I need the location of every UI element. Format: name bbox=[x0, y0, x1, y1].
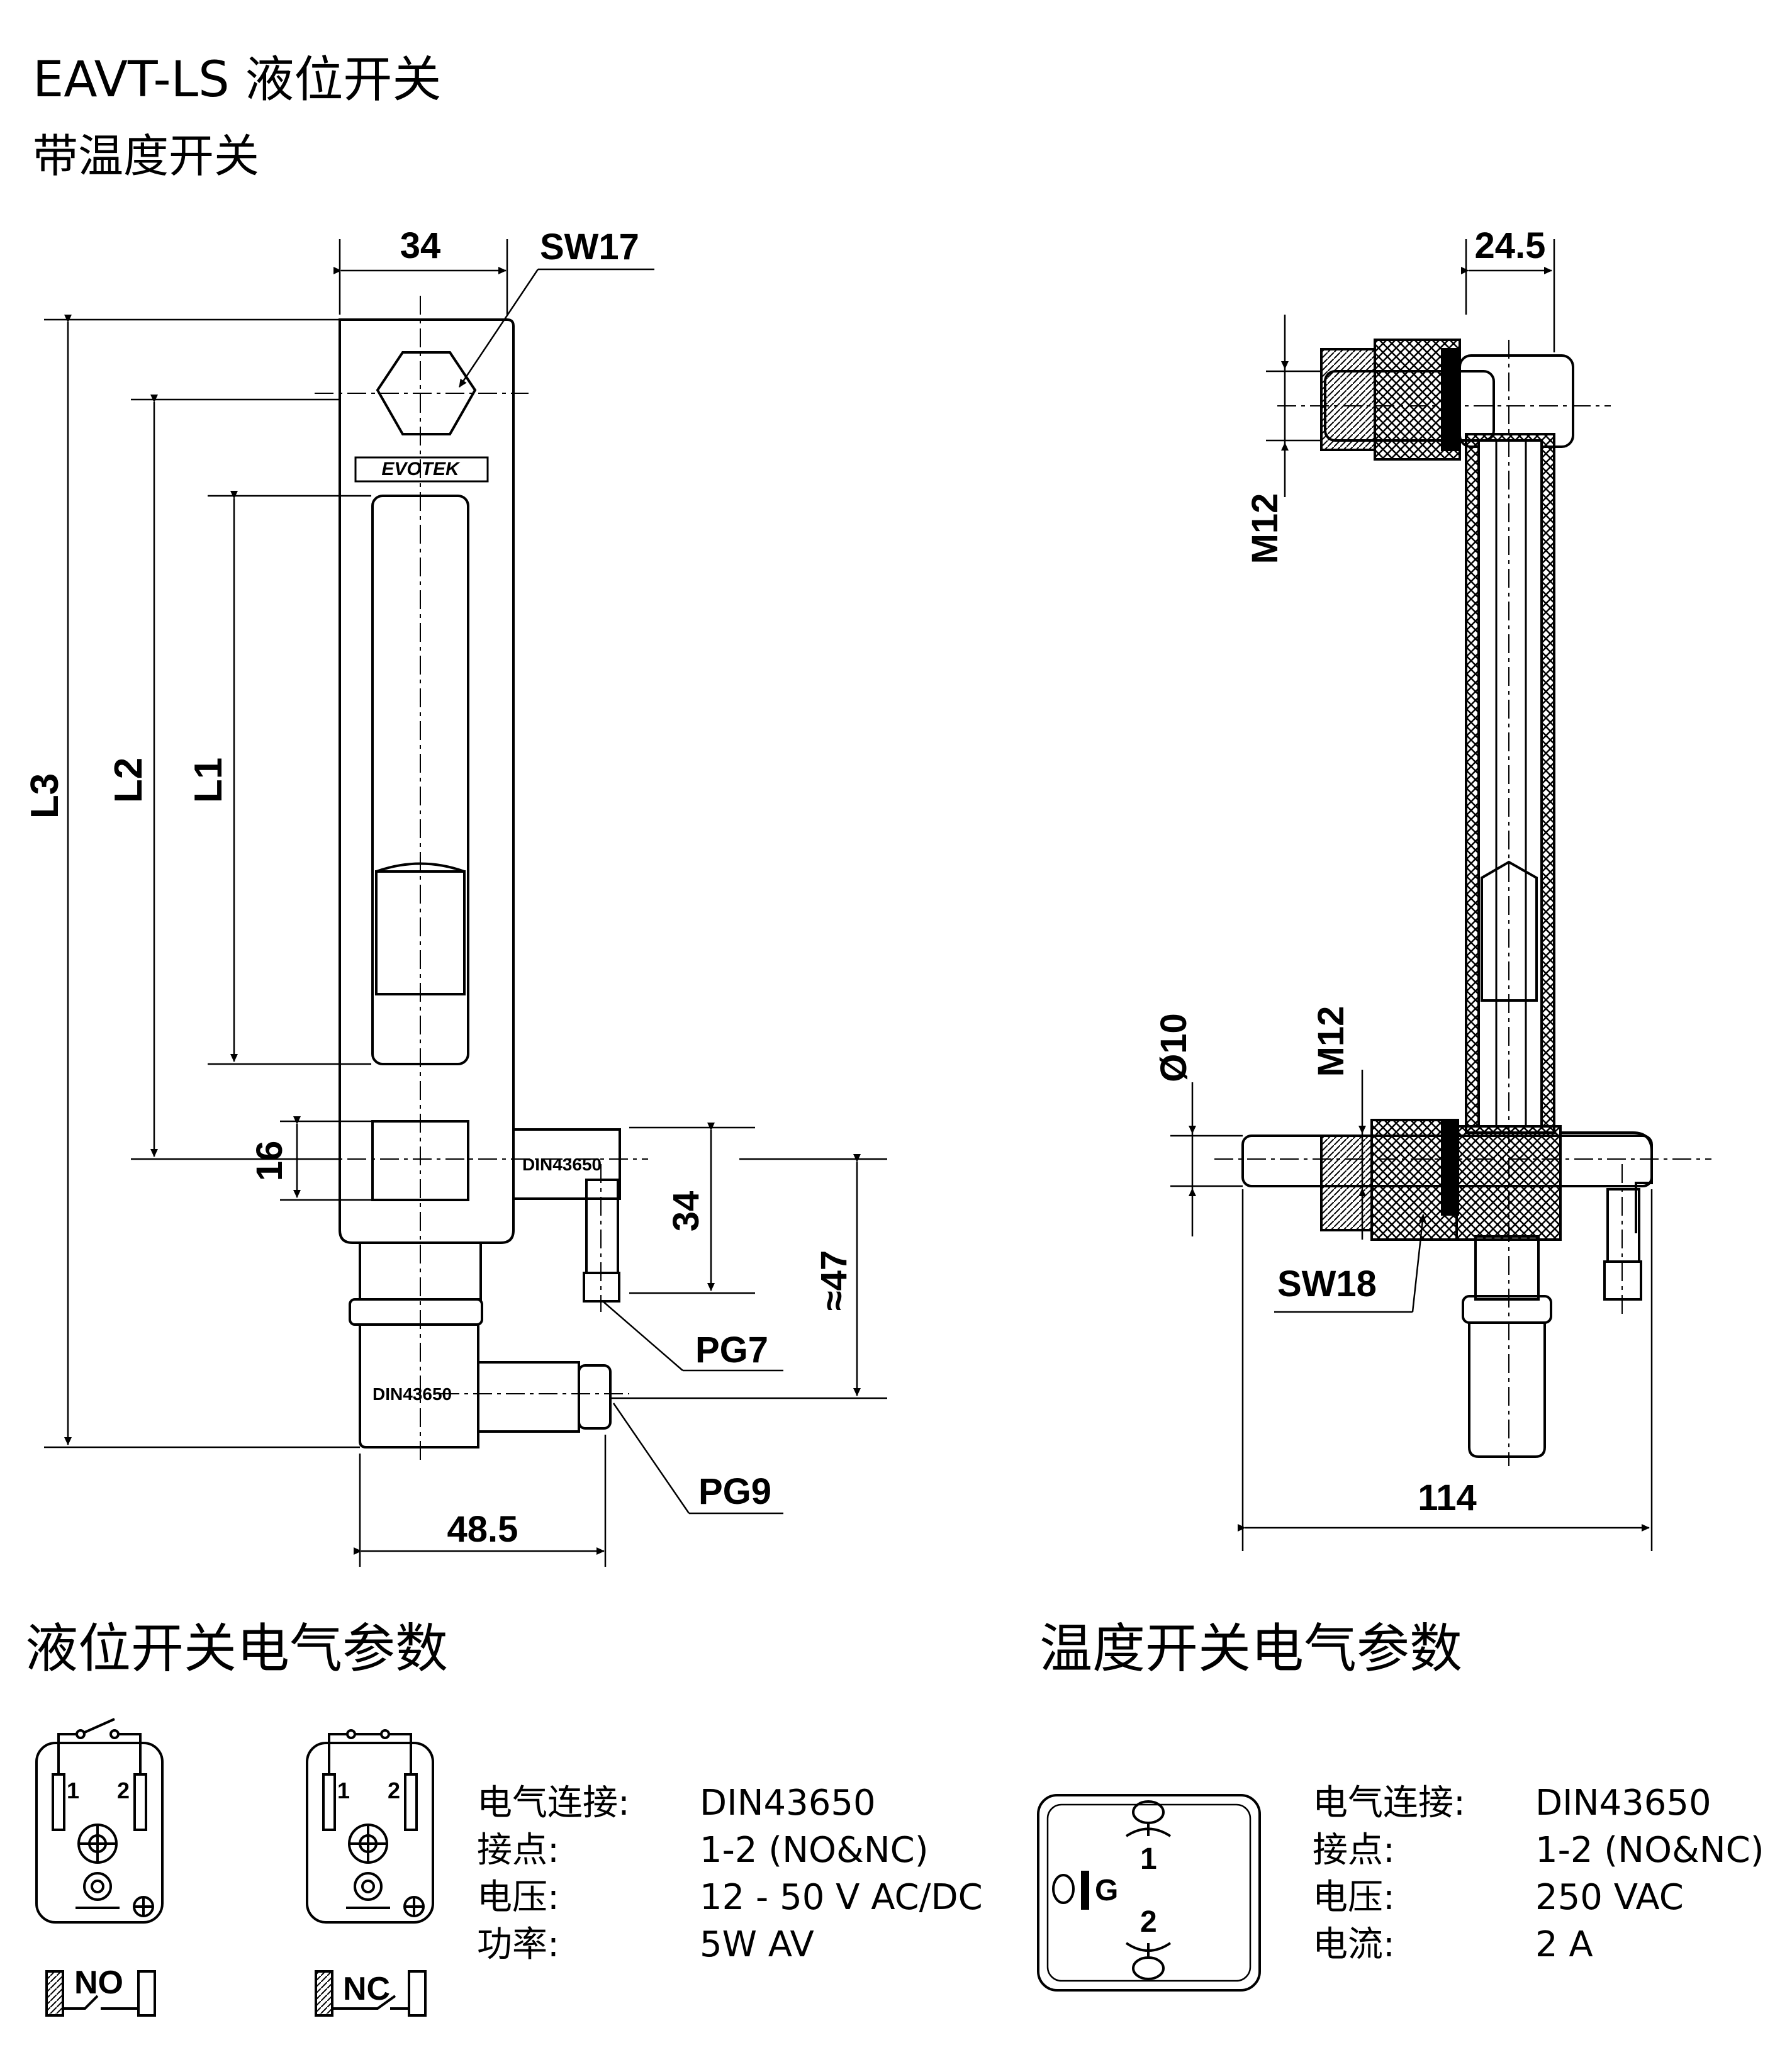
connector-upper-label: DIN43650 bbox=[522, 1155, 602, 1174]
dim-l3: L3 bbox=[23, 773, 67, 819]
dim-m12-top: M12 bbox=[1245, 493, 1285, 564]
temp-switch-heading: 温度开关电气参数 bbox=[1039, 1618, 1463, 1679]
dim-24-5: 24.5 bbox=[1475, 225, 1546, 266]
temp-spec-label: 电压: bbox=[1313, 1877, 1395, 1918]
logo-frame bbox=[354, 456, 489, 483]
temp-spec-value: 1-2 (NO&NC) bbox=[1535, 1830, 1764, 1871]
temp-spec-labels: 电气连接: 接点: 电压: 电流: bbox=[1313, 1779, 1465, 1968]
dim-pg9: PG9 bbox=[698, 1471, 771, 1512]
temp-spec-value: DIN43650 bbox=[1535, 1783, 1711, 1824]
level-spec-value: 1-2 (NO&NC) bbox=[700, 1830, 929, 1871]
dim-top-width: 34 bbox=[400, 225, 441, 266]
dim-l2: L2 bbox=[107, 758, 150, 803]
level-spec-value: 12 - 50 V AC/DC bbox=[700, 1877, 983, 1918]
side-view-dimensions: 24.5 M12 M12 Ø10 SW18 114 bbox=[1153, 225, 1545, 1518]
nc-pin-2: 2 bbox=[388, 1778, 400, 1803]
front-view bbox=[44, 239, 887, 1567]
temp-spec-label: 电流: bbox=[1313, 1924, 1395, 1965]
level-spec-value: 5W AV bbox=[700, 1924, 814, 1965]
dim-48-5: 48.5 bbox=[447, 1509, 518, 1550]
level-spec-values: DIN43650 1-2 (NO&NC) 12 - 50 V AC/DC 5W … bbox=[700, 1779, 983, 1968]
no-pin-1: 1 bbox=[67, 1778, 79, 1803]
temp-pin-2: 2 bbox=[1140, 1905, 1157, 1939]
front-view-dimensions: 34 SW17 L3 L2 L1 16 34 ≈47 PG7 PG9 48.5 … bbox=[23, 225, 854, 1550]
no-label: NO bbox=[74, 1964, 123, 2001]
dim-sw18: SW18 bbox=[1277, 1264, 1377, 1304]
temp-spec-values: DIN43650 1-2 (NO&NC) 250 VAC 2 A bbox=[1535, 1779, 1764, 1968]
dim-wrench-top: SW17 bbox=[540, 227, 639, 267]
temp-spec-label: 接点: bbox=[1313, 1830, 1395, 1871]
level-spec-label: 接点: bbox=[477, 1830, 559, 1871]
dim-l1: L1 bbox=[187, 758, 230, 803]
wiring-temp-labels: 1 2 G bbox=[1095, 1842, 1157, 1939]
level-spec-value: DIN43650 bbox=[700, 1783, 876, 1824]
level-spec-label: 电压: bbox=[477, 1877, 559, 1918]
level-switch-heading: 液位开关电气参数 bbox=[25, 1618, 449, 1679]
nc-label: NC bbox=[343, 1971, 390, 2007]
temp-ground: G bbox=[1095, 1874, 1118, 1907]
dim-m12-bottom: M12 bbox=[1311, 1006, 1352, 1077]
hex-nut bbox=[376, 351, 477, 435]
wiring-nc bbox=[306, 1729, 434, 2017]
temp-spec-value: 250 VAC bbox=[1535, 1877, 1684, 1918]
level-spec-label: 功率: bbox=[477, 1924, 559, 1965]
no-pin-2: 2 bbox=[117, 1778, 130, 1803]
dim-114: 114 bbox=[1418, 1477, 1477, 1518]
dim-16: 16 bbox=[249, 1141, 290, 1182]
side-view bbox=[1170, 239, 1711, 1551]
nc-pin-1: 1 bbox=[337, 1778, 350, 1803]
dim-diameter: Ø10 bbox=[1153, 1013, 1194, 1082]
dim-34-vertical: 34 bbox=[666, 1191, 707, 1232]
wiring-temp bbox=[1037, 1794, 1261, 1992]
connector-lower-label: DIN43650 bbox=[372, 1384, 452, 1404]
temp-pin-1: 1 bbox=[1140, 1842, 1157, 1876]
page-subtitle: 带温度开关 bbox=[33, 130, 260, 182]
wiring-level-labels: 1 2 1 2 NO NC bbox=[67, 1778, 400, 2007]
level-spec-labels: 电气连接: 接点: 电压: 功率: bbox=[477, 1779, 630, 1968]
page-title: EAVT-LS 液位开关 bbox=[33, 52, 442, 108]
level-spec-label: 电气连接: bbox=[477, 1783, 630, 1824]
wiring-no bbox=[35, 1718, 164, 2017]
temp-spec-value: 2 A bbox=[1535, 1924, 1593, 1965]
dim-47: ≈47 bbox=[814, 1250, 854, 1311]
temp-spec-label: 电气连接: bbox=[1313, 1783, 1465, 1824]
evotek-logo: EVOTEK bbox=[381, 459, 461, 479]
dim-pg7: PG7 bbox=[695, 1330, 768, 1370]
